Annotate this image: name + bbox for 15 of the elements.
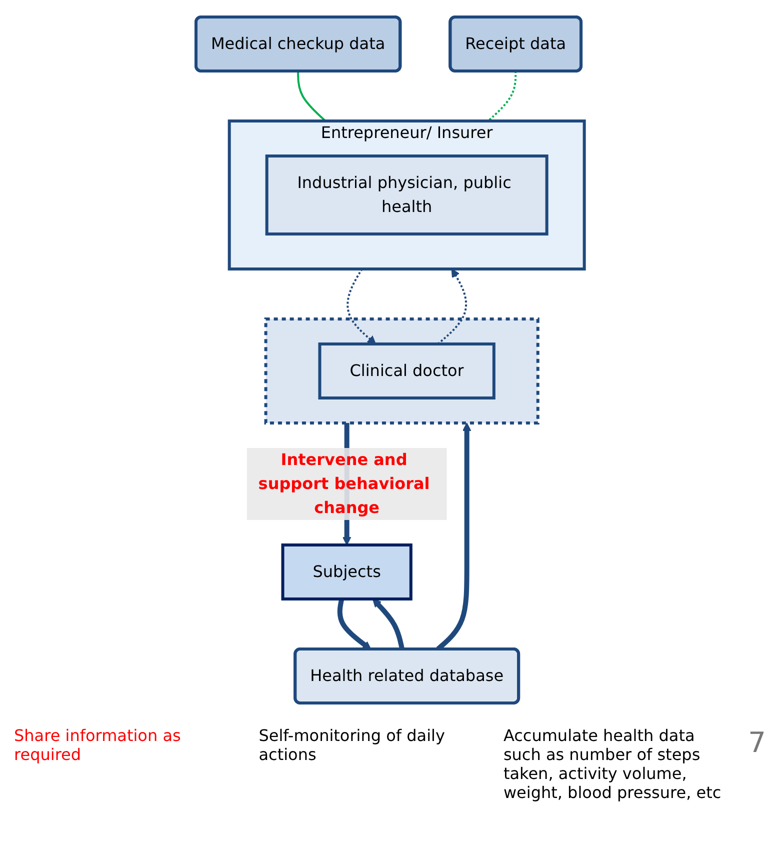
arrow	[372, 598, 404, 650]
arrow	[337, 598, 372, 650]
connector	[487, 71, 516, 122]
caption-text: Self-monitoring of daily actions	[258, 726, 446, 764]
note-text: Share information as required	[14, 726, 182, 764]
edge-label: Intervene and support behavioral change	[258, 450, 430, 517]
node-box: Industrial physician, public health	[265, 154, 548, 236]
node-box: Clinical doctor	[318, 342, 496, 400]
arrow	[346, 268, 376, 344]
node-box: Subjects	[281, 544, 412, 600]
arrow	[437, 268, 467, 345]
cluster	[264, 318, 540, 424]
page-number: 7	[748, 726, 766, 759]
connector	[296, 71, 326, 122]
caption-text: Accumulate health data such as number of steps taken, activity volume, weight, blood pressure, etc	[503, 726, 722, 802]
